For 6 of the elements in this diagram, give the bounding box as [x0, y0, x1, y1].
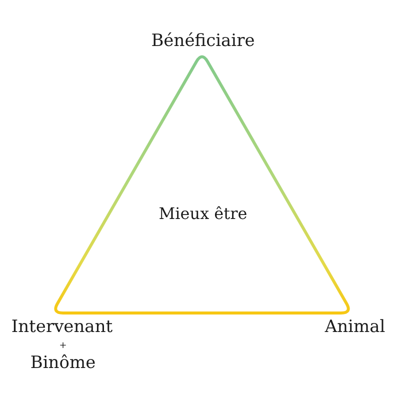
- vertex-label: Intervenant: [11, 318, 113, 338]
- vertex-label: Bénéficiaire: [151, 32, 255, 52]
- plus-sign: +: [59, 340, 67, 352]
- vertex-label: Animal: [324, 318, 386, 338]
- center-label: Mieux être: [158, 204, 248, 224]
- vertex-label: Binôme: [30, 354, 96, 374]
